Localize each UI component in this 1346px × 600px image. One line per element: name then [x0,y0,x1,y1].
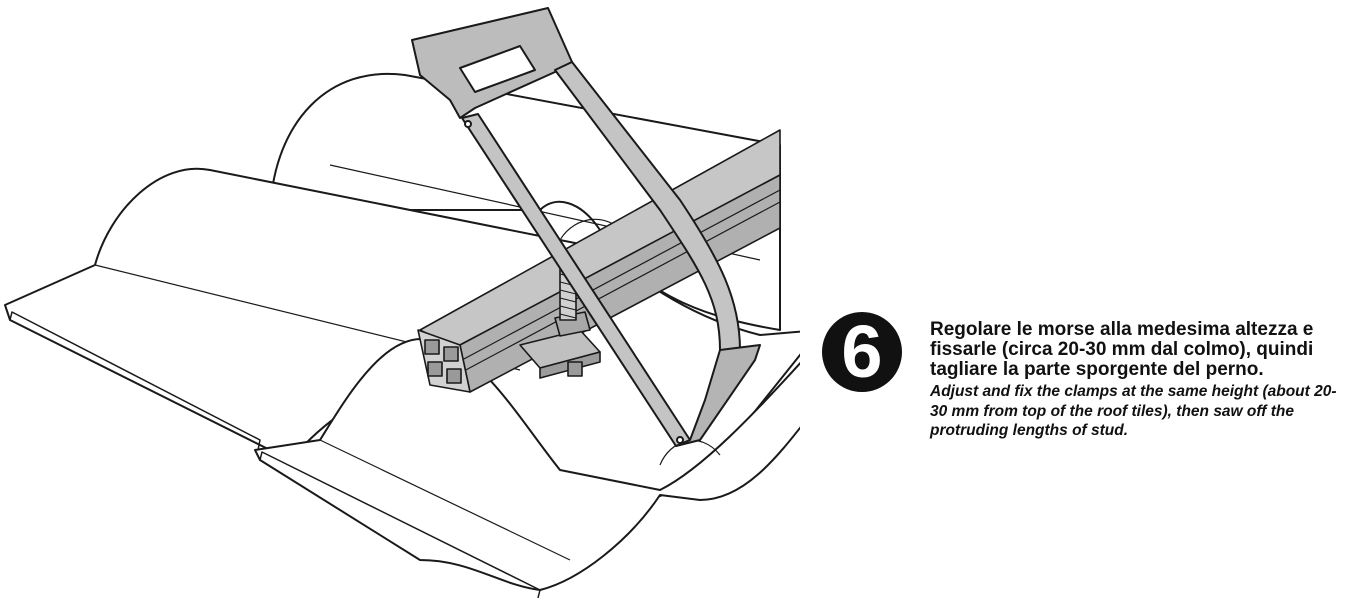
hacksaw-icon [411,7,761,447]
instruction-italian: Regolare le morse alla medesima altezza … [930,319,1314,380]
roof-tiles-icon [4,72,800,599]
instruction-english: Adjust and fix the clamps at the same he… [930,383,1337,439]
installation-illustration [4,7,800,599]
step-number: 6 [841,310,883,393]
roof-clamp-icon [519,267,601,379]
instruction-block: Regolare le morse alla medesima altezza … [930,320,1340,441]
mounting-rail-icon [417,129,781,393]
step-number-badge: 6 [822,312,902,392]
